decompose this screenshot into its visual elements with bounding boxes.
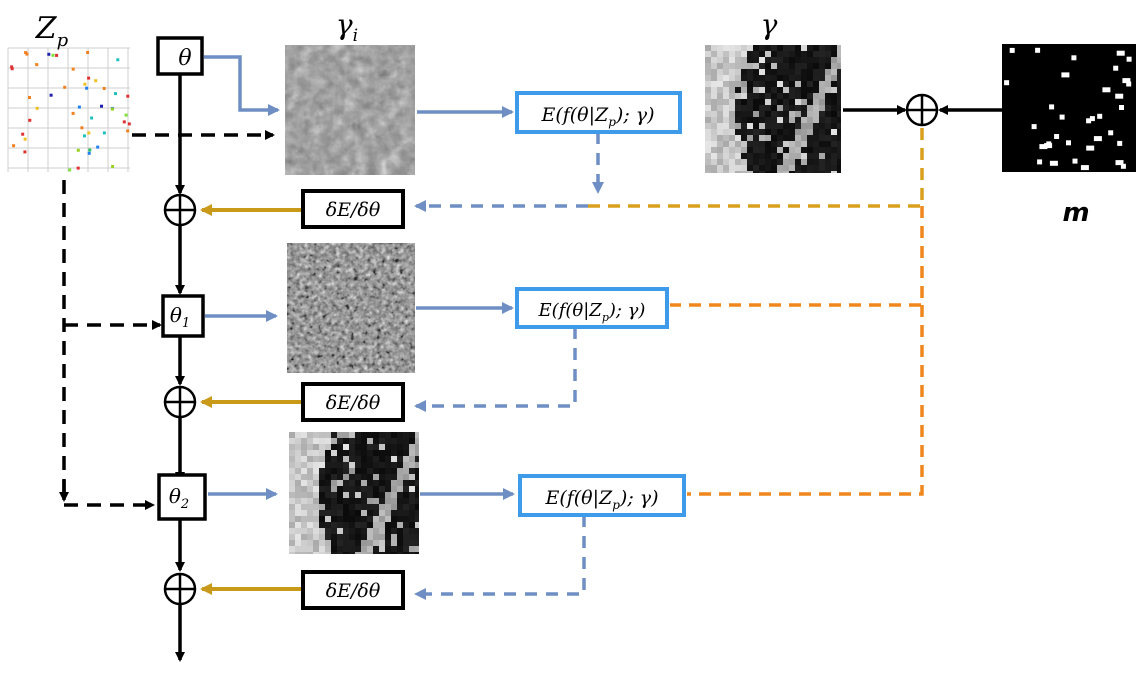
circled-plus-icon	[905, 93, 939, 127]
gamma-i-image-1	[287, 243, 415, 373]
energy-box-1: E(f(θ|Zp); γ)	[515, 287, 669, 329]
svg-text:θ1: θ1	[170, 303, 190, 331]
svg-text:E(f(θ|Zp); γ): E(f(θ|Zp); γ)	[544, 487, 658, 512]
zp-point	[68, 168, 72, 172]
zp-point-map	[7, 47, 131, 172]
zp-point	[35, 106, 39, 110]
zp-point	[124, 113, 128, 117]
theta-box: θ	[156, 36, 204, 76]
gamma-label: γ	[761, 8, 778, 41]
svg-text:δE/δθ: δE/δθ	[326, 392, 381, 414]
zp-point	[88, 148, 92, 152]
gamma-image	[705, 45, 841, 173]
zp-point	[126, 94, 130, 98]
zp-point	[77, 105, 81, 109]
gamma-i-image-2	[289, 432, 419, 554]
zp-point	[83, 134, 86, 138]
zp-point	[23, 137, 27, 141]
zp-point	[63, 85, 67, 89]
zp-point	[90, 116, 94, 120]
zp-point	[94, 79, 98, 83]
zp-point	[10, 67, 14, 71]
zp-point	[23, 150, 27, 154]
zp-point	[96, 145, 100, 149]
zp-point	[87, 131, 91, 135]
zp-point	[10, 65, 14, 69]
theta1-box: θ1	[161, 294, 205, 338]
energy-box-2: E(f(θ|Zp); γ)	[518, 474, 686, 517]
zp-point	[111, 165, 115, 168]
gradient-box-2: δE/δθ	[301, 570, 405, 610]
svg-text:θ2: θ2	[169, 484, 189, 512]
zp-point	[55, 53, 59, 57]
zp-point	[76, 148, 80, 152]
zp-point	[85, 86, 89, 90]
gamma-i-label: γi	[336, 8, 358, 46]
zp-point	[28, 96, 31, 99]
zp-point	[87, 151, 91, 155]
svg-text:E(f(θ|Zp); γ): E(f(θ|Zp); γ)	[540, 104, 654, 129]
gradient-box-1: δE/δθ	[301, 382, 405, 422]
zp-point	[114, 92, 117, 96]
circled-plus-icon	[163, 193, 197, 227]
theta2-box: θ2	[157, 473, 207, 521]
zp-point	[49, 93, 53, 97]
zp-point	[87, 76, 91, 80]
mask-label: m	[1062, 198, 1089, 228]
zp-point	[71, 111, 75, 115]
gradient-box-0: δE/δθ	[301, 189, 405, 229]
zp-point	[110, 107, 114, 111]
mask-image	[1002, 44, 1136, 172]
zp-point	[35, 63, 39, 67]
zp-point	[12, 144, 16, 148]
svg-text:δE/δθ: δE/δθ	[326, 199, 381, 221]
zp-point	[51, 53, 55, 57]
zp-point	[24, 51, 28, 55]
zp-point	[21, 132, 25, 136]
zp-point	[122, 120, 126, 124]
zp-point	[28, 118, 32, 122]
zp-point	[83, 82, 87, 86]
energy-box-0: E(f(θ|Zp); γ)	[515, 91, 682, 134]
zp-point	[116, 58, 120, 62]
zp-point	[100, 104, 103, 108]
circled-plus-icon	[163, 385, 197, 419]
zp-point	[102, 87, 106, 90]
zp-point	[102, 131, 106, 135]
zp-point	[76, 166, 80, 170]
gamma-i-image-0	[285, 45, 415, 175]
zp-point	[47, 52, 51, 56]
svg-text:δE/δθ: δE/δθ	[326, 580, 381, 602]
zp-point	[80, 126, 84, 130]
zp-point	[126, 129, 130, 133]
svg-text:E(f(θ|Zp); γ): E(f(θ|Zp); γ)	[538, 300, 646, 324]
zp-point	[86, 51, 90, 54]
zp-point	[127, 122, 131, 126]
svg-text:θ: θ	[178, 46, 191, 71]
zp-point	[71, 67, 75, 71]
zp-label: Zp	[35, 11, 69, 51]
circled-plus-icon	[163, 572, 197, 606]
